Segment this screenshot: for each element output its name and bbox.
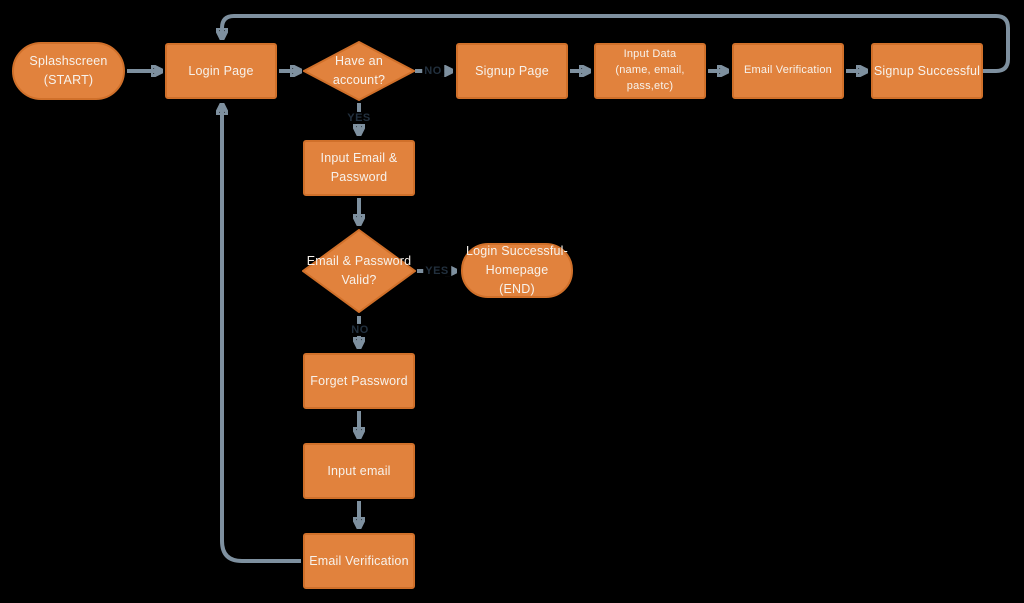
node-signup-page: Signup Page [456,43,568,99]
edge-label-no-valid: NO [349,323,371,337]
edge-signup-successful-login-top-loop [222,14,1010,73]
node-splashscreen-start: Splashscreen (START) [12,42,125,100]
node-email-verification-signup: Email Verification [732,43,844,99]
node-label: Input Data (name, email, pass,etc) [615,48,685,92]
node-have-account-decision: Have an account? [303,41,415,101]
node-label: Forget Password [310,373,408,388]
node-input-email: Input email [303,443,415,499]
node-label: Login Page [188,63,254,78]
node-label: Input email [327,463,391,478]
diamond-shape [302,229,416,313]
diamond-shape [303,41,415,101]
node-signup-successful: Signup Successful [871,43,983,99]
node-email-password-valid-decision: Email & Password Valid? [302,229,416,313]
node-label: Have an account? [332,54,386,87]
node-forget-password: Forget Password [303,353,415,409]
node-input-email-password: Input Email & Password [303,140,415,196]
node-login-page: Login Page [165,43,277,99]
node-email-verification-reset: Email Verification [303,533,415,589]
edge-label-no-signup: NO [422,64,444,78]
node-label: Signup Page [475,63,549,78]
node-label: Email Verification [309,553,409,568]
node-login-successful-end: Login Successful- Homepage (END) [461,243,573,298]
node-input-data: Input Data (name, email, pass,etc) [594,43,706,99]
node-label: Login Successful- Homepage (END) [465,244,569,296]
edge-label-yes-login: YES [345,111,373,125]
edge-label-yes-valid: YES [423,264,451,278]
node-label: Input Email & Password [320,151,398,184]
node-label: Email & Password Valid? [306,254,412,287]
edge-email-verification-login-left-loop [222,106,301,563]
node-label: Signup Successful [873,63,981,78]
node-label: Email Verification [744,64,832,77]
node-label: Splashscreen (START) [29,54,108,87]
